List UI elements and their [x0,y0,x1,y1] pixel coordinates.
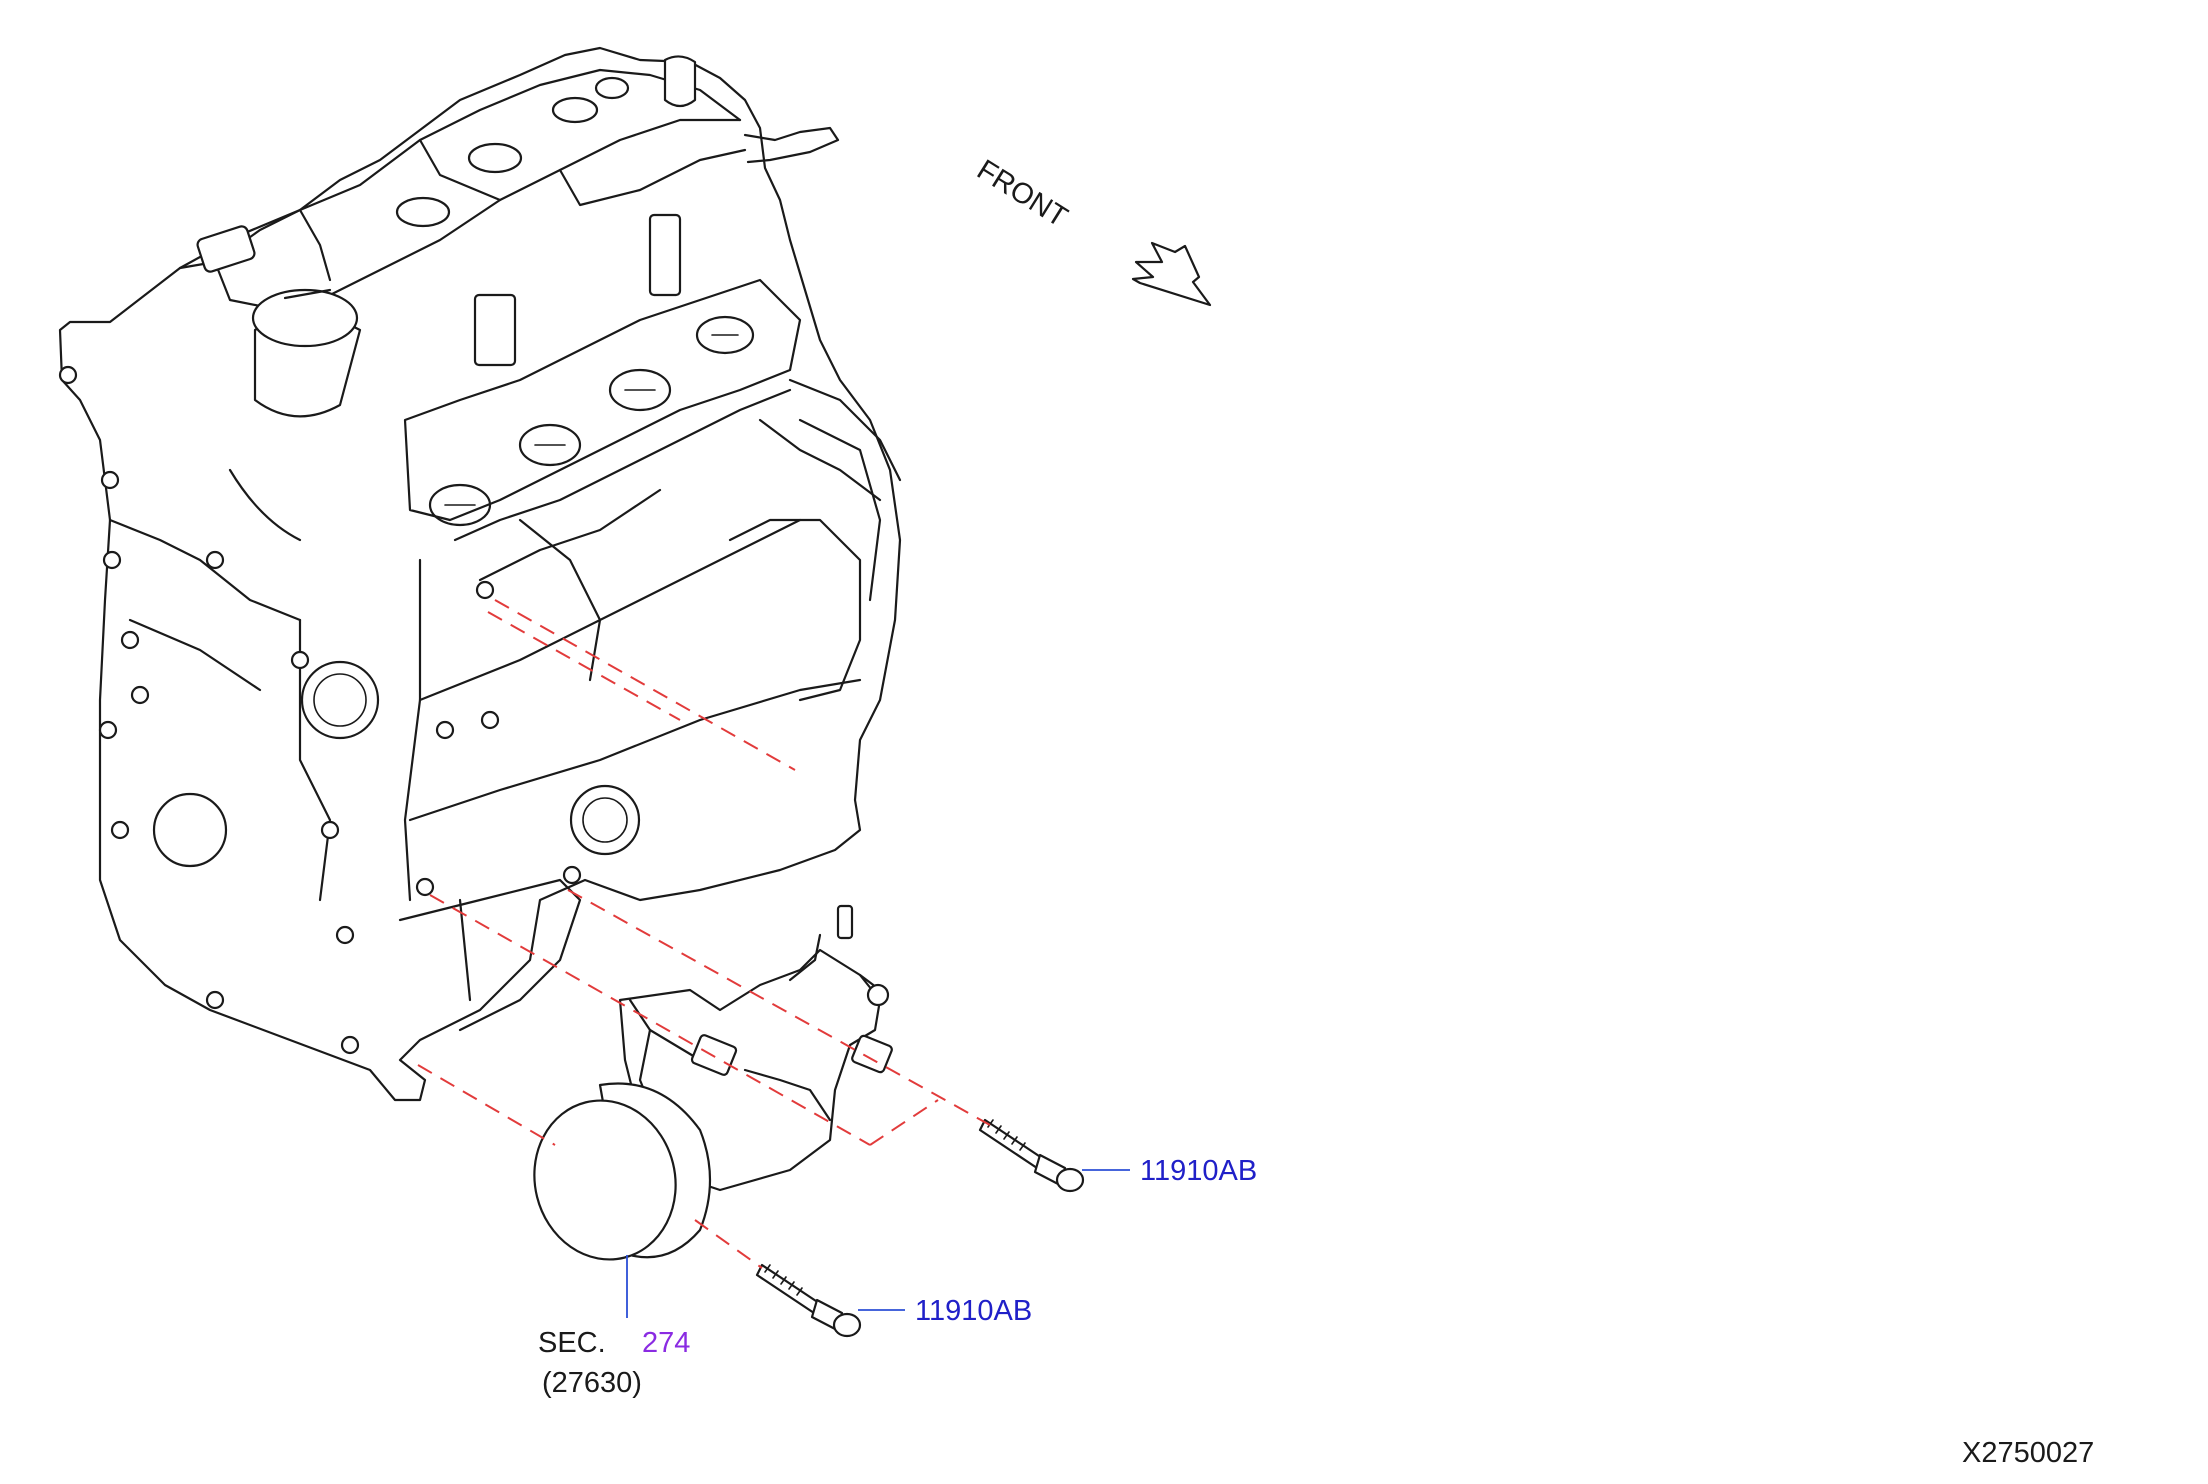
compressor-pulley [533,1082,712,1261]
bore-opening [300,660,380,740]
block-bolts [58,365,582,1055]
air-conditioner-compressor [533,904,893,1261]
intake-manifold [403,213,802,582]
alignment-lines [417,599,991,1269]
section-prefix: SEC. [538,1327,606,1359]
plug-cap-4 [594,76,630,100]
bolt-lower [755,1263,862,1338]
diagram-id: X2750027 [1962,1437,2094,1469]
engine-assembly [58,46,902,1102]
engine-outline [58,46,902,1102]
front-label: FRONT [971,154,1073,234]
plug-cap-2 [467,142,523,174]
plug-cap-1 [395,196,451,228]
front-arrow [1131,241,1212,307]
callout-lower[interactable]: 11910AB [915,1295,1032,1327]
section-part-number: (27630) [542,1367,642,1399]
section-number[interactable]: 274 [642,1327,690,1359]
oil-filler-cap [251,288,362,418]
plug-cap-3 [551,96,599,124]
bolt-upper [978,1118,1085,1193]
callout-upper[interactable]: 11910AB [1140,1155,1257,1187]
